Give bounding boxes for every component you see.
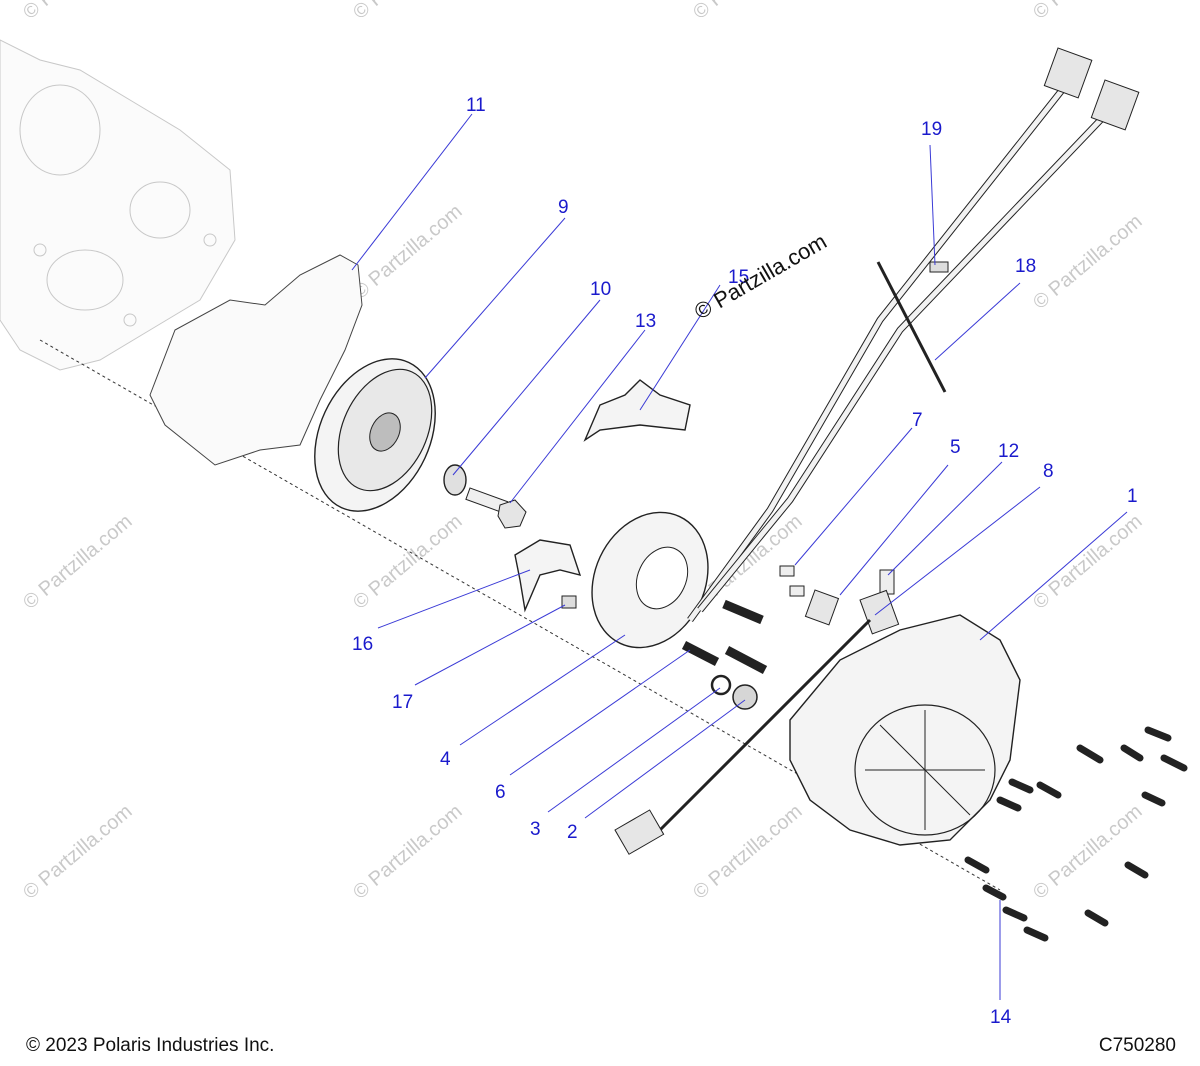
center-watermark: © Partzilla.com [690, 229, 831, 325]
watermark: © Partzilla.com [689, 0, 806, 24]
callout-9: 9 [558, 197, 569, 218]
watermark: © Partzilla.com [349, 800, 466, 903]
callout-17: 17 [392, 692, 413, 713]
bolt-6b [681, 640, 720, 667]
diagram-id: C750280 [1098, 1035, 1176, 1056]
clip-17 [561, 595, 577, 609]
gasket [149, 254, 363, 466]
watermark: © Partzilla.com [19, 510, 136, 613]
snap-ring [710, 674, 732, 696]
copyright-notice: © 2023 Polaris Industries Inc. [26, 1035, 275, 1056]
watermark: © Partzilla.com [1029, 0, 1146, 24]
bearing [732, 684, 758, 710]
crankcase-ghost [0, 39, 236, 371]
wire-harness [687, 47, 1140, 623]
watermark: © Partzilla.com [1029, 800, 1146, 903]
callout-10: 10 [590, 279, 611, 300]
callout-14: 14 [990, 1007, 1012, 1028]
callout-16: 16 [352, 634, 373, 655]
callout-4: 4 [440, 749, 451, 770]
callout-19: 19 [921, 119, 942, 140]
callout-12: 12 [998, 441, 1019, 462]
callout-3: 3 [530, 819, 541, 840]
bolt-12 [879, 569, 895, 595]
callout-2: 2 [567, 822, 578, 843]
callout-15: 15 [728, 267, 749, 288]
bolt-6a [722, 599, 764, 625]
callout-18: 18 [1015, 256, 1036, 277]
flywheel [314, 358, 436, 512]
flywheel-bolt [465, 487, 527, 529]
callout-13: 13 [635, 311, 656, 332]
washer [443, 464, 467, 496]
bracket-15 [583, 379, 691, 442]
watermark: © Partzilla.com [349, 510, 466, 613]
plate-5 [804, 589, 840, 626]
callout-1: 1 [1127, 486, 1138, 507]
bolt-6c [724, 646, 768, 674]
watermark: © Partzilla.com [349, 0, 466, 24]
stator [591, 511, 709, 649]
sensor-cable [614, 618, 872, 855]
callout-7: 7 [912, 410, 923, 431]
bolt-7b [789, 585, 805, 597]
leader-lines [351, 113, 1128, 1000]
watermark: © Partzilla.com [689, 800, 806, 903]
watermark: © Partzilla.com [19, 0, 136, 24]
watermark: © Partzilla.com [19, 800, 136, 903]
bracket-16 [514, 539, 582, 613]
stator-cover [789, 614, 1021, 846]
cover-bolts [964, 726, 1188, 942]
callout-6: 6 [495, 782, 506, 803]
callout-11: 11 [466, 95, 486, 116]
tie-strap [876, 261, 947, 393]
harness-clip [929, 261, 949, 273]
watermark: © Partzilla.com [349, 200, 466, 303]
bolt-7 [779, 565, 795, 577]
alignment-axis [39, 339, 1001, 891]
callout-8: 8 [1043, 461, 1054, 482]
watermark: © Partzilla.com [1029, 510, 1146, 613]
watermark: © Partzilla.com [1029, 210, 1146, 313]
callout-5: 5 [950, 437, 961, 458]
callout-labels: 1 2 3 4 5 6 7 8 9 10 11 12 13 15 16 17 1… [352, 95, 1138, 1028]
